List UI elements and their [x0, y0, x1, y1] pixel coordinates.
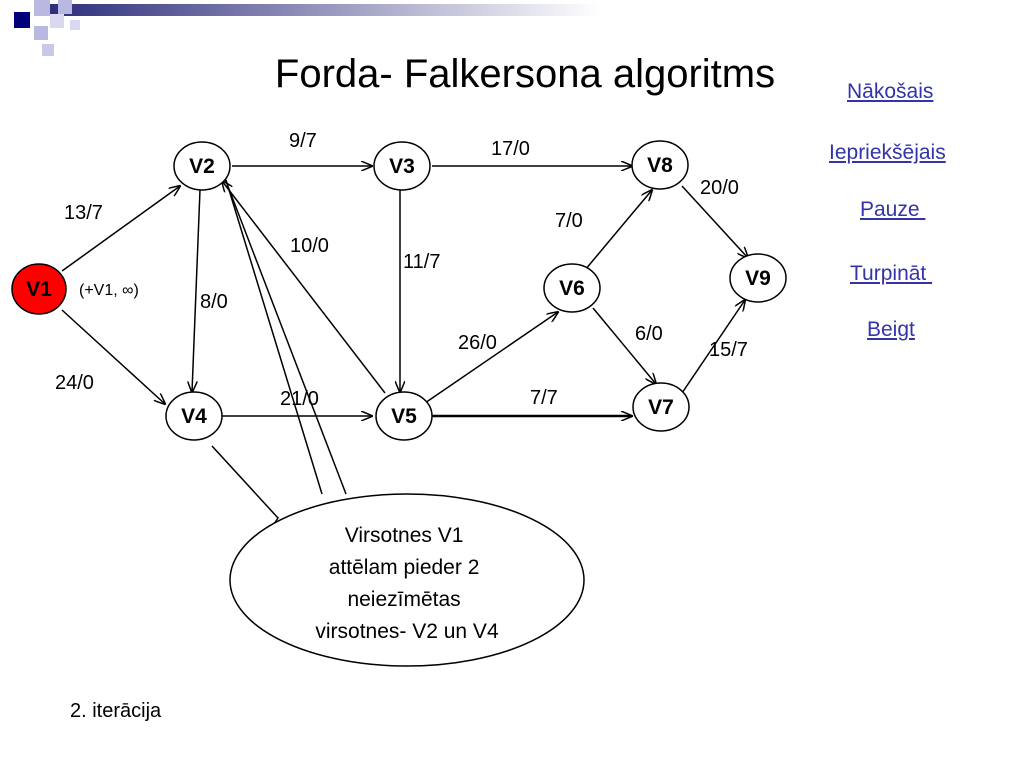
node-v1 [11, 263, 67, 315]
edge-v6-v8 [584, 190, 652, 271]
node-v3-label: V3 [389, 155, 415, 178]
node-v2 [173, 141, 231, 191]
source-node-mark: (+V1, ∞) [79, 282, 139, 299]
node-v2-label: V2 [189, 155, 215, 178]
node-v1-label: V1 [26, 278, 52, 301]
edge-label-v5-v6: 26/0 [458, 332, 497, 354]
edge-label-v3-v8: 17/0 [491, 138, 530, 160]
corner-decoration [0, 0, 600, 60]
edge-v7-v9 [681, 300, 745, 394]
callout-line-3: neiezīmētas [347, 588, 460, 611]
callout-line-1: Virsotnes V1 [345, 524, 464, 547]
edge-label-v5-v7: 7/7 [530, 387, 558, 409]
iteration-label: 2. iterācija [70, 700, 162, 722]
node-v5 [375, 391, 433, 441]
edge-v5-v6 [424, 312, 558, 404]
edge-label-v5-v2: 10/0 [290, 235, 329, 257]
node-v6-label: V6 [559, 277, 585, 300]
edge-label-v3-v5: 11/7 [403, 251, 440, 273]
node-v5-label: V5 [391, 405, 417, 428]
edge-label-v1-v4: 24/0 [55, 372, 94, 394]
node-v8-label: V8 [647, 154, 673, 177]
node-v9 [729, 253, 787, 303]
edge-v6-v7 [592, 307, 656, 384]
edge-label-v1-v2: 13/7 [64, 202, 103, 224]
edge-label-v8-v9: 20/0 [700, 177, 739, 199]
edge-label-v6-v7: 6/0 [635, 323, 663, 345]
callout-bubble: Virsotnes V1 attēlam pieder 2 neiezīmēta… [211, 175, 585, 667]
nav-prev-link[interactable]: Iepriekšējais [829, 141, 946, 164]
node-v8 [631, 140, 689, 190]
node-v3 [373, 141, 431, 191]
nav-next-link[interactable]: Nākošais [847, 80, 934, 103]
edge-label-v4-v5: 21/0 [280, 388, 319, 410]
edge-v1-v2 [61, 186, 180, 272]
nav-continue-link[interactable]: Turpināt [850, 262, 933, 285]
edge-v2-v4 [192, 189, 201, 392]
edge-label-v2-v3: 9/7 [289, 130, 317, 152]
node-v9-label: V9 [745, 267, 771, 290]
edge-label-v6-v8: 7/0 [555, 210, 583, 232]
node-v6 [543, 263, 601, 313]
node-v7-label: V7 [648, 396, 674, 419]
slide-title: Forda- Falkersona algoritms [274, 52, 776, 96]
callout-line-4: virsotnes- V2 un V4 [315, 620, 499, 643]
callout-line-2: attēlam pieder 2 [329, 556, 480, 579]
svg-text:Virsotnes V1 attēlam pie: Virsotnes V1 attēlam pieder 2 neiezīmēta… [315, 524, 499, 643]
edge-label-v7-v9: 15/7 [709, 339, 748, 361]
edge-v5-v2 [222, 181, 386, 394]
nav-end-link[interactable]: Beigt [867, 318, 915, 341]
edge-label-v2-v4: 8/0 [200, 291, 228, 313]
node-v4-label: V4 [181, 405, 207, 428]
edge-v8-v9 [681, 185, 748, 258]
edge-v1-v4 [61, 309, 165, 404]
node-v7 [632, 382, 690, 432]
nav-pause-link[interactable]: Pauze [860, 198, 926, 221]
node-v4 [165, 391, 223, 441]
